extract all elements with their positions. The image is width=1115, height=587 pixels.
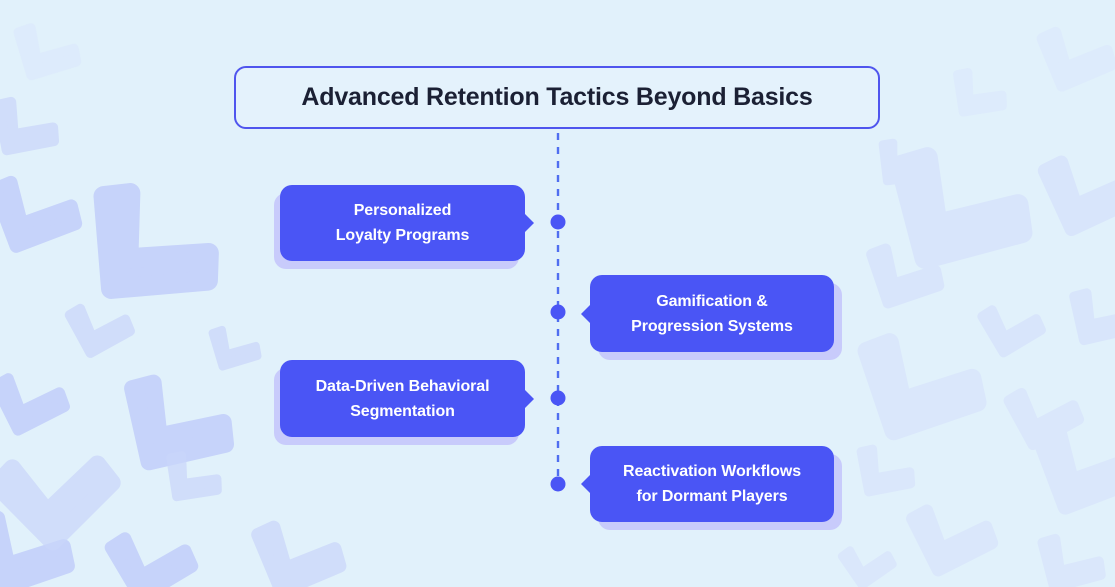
page-title-box: Advanced Retention Tactics Beyond Basics [234,66,880,129]
node-label: Gamification & Progression Systems [631,292,793,335]
timeline-dot [550,214,566,230]
timeline-node-gamification-progression-systems[interactable]: Gamification & Progression Systems [581,275,842,360]
timeline-dot [550,390,566,406]
page-title: Advanced Retention Tactics Beyond Basics [301,83,813,111]
timeline-dot [550,476,566,492]
timeline-node-reactivation-workflows-dormant-players[interactable]: Reactivation Workflows for Dormant Playe… [581,446,842,530]
card-body: Data-Driven Behavioral Segmentation [280,360,525,437]
node-label: Reactivation Workflows for Dormant Playe… [623,463,801,505]
timeline-node-data-driven-behavioral-segmentation[interactable]: Data-Driven Behavioral Segmentation [274,360,534,445]
card-pointer-icon [525,214,534,232]
card-pointer-icon [581,475,590,493]
card-pointer-icon [525,389,534,408]
card-body: Personalized Loyalty Programs [280,185,525,261]
timeline-dot [550,304,566,320]
timeline-node-personalized-loyalty-programs[interactable]: Personalized Loyalty Programs [274,185,534,269]
card-body: Reactivation Workflows for Dormant Playe… [590,446,834,522]
node-label: Data-Driven Behavioral Segmentation [315,377,490,420]
card-pointer-icon [581,304,590,323]
card-body: Gamification & Progression Systems [590,275,834,352]
node-label: Personalized Loyalty Programs [335,202,470,244]
